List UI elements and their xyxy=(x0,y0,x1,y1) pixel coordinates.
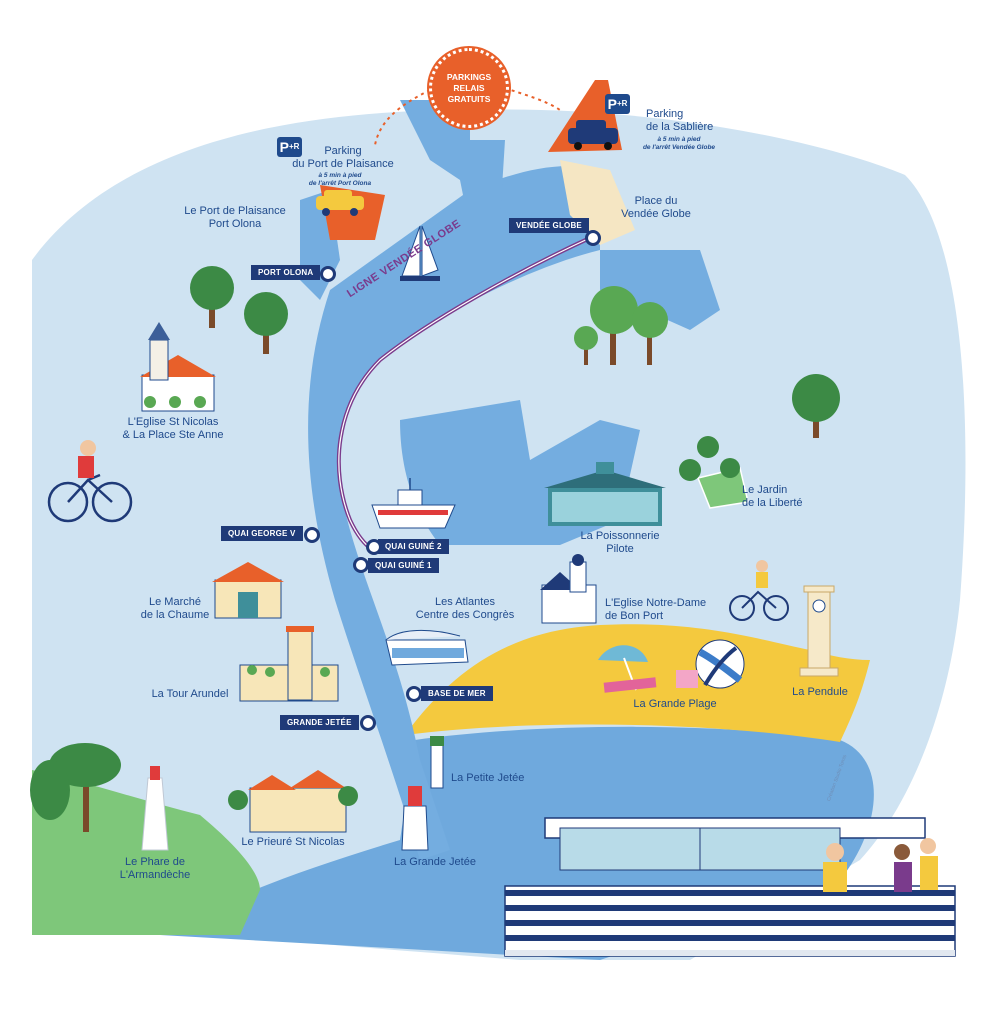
fishing-boat-icon xyxy=(371,478,456,529)
route-line-inner xyxy=(338,236,593,551)
prieure-building xyxy=(228,770,358,833)
tree-icon xyxy=(244,292,288,354)
tour-arundel-building xyxy=(239,626,339,702)
badge-connector xyxy=(374,89,431,146)
stop-vendee-globe-marker[interactable] xyxy=(585,230,601,246)
beach-ball-icon xyxy=(676,639,745,689)
place-pendule-label: La Pendule xyxy=(792,686,848,698)
badge-connector xyxy=(504,87,561,111)
park-and-ride-icon: P+R xyxy=(277,137,302,157)
park-and-ride-icon: P+R xyxy=(605,94,630,114)
harbour-basin-north xyxy=(400,100,505,230)
bicycle-icon xyxy=(47,440,133,523)
clock-tower-icon xyxy=(799,585,839,677)
church-icon xyxy=(540,554,597,624)
stop-quai-guine-1-label[interactable]: QUAI GUINÉ 1 xyxy=(368,558,439,573)
badge-line: GRATUITS xyxy=(447,93,491,104)
place-marche-chaume-label: Le Marché de la Chaume xyxy=(140,596,210,621)
lighthouse-icon xyxy=(141,766,169,851)
parking-sabliere-label: Parking de la Sablière xyxy=(646,108,714,133)
tree-icon xyxy=(574,326,598,365)
stop-port-olona-label[interactable]: PORT OLONA xyxy=(251,265,321,280)
place-poissonnerie-label: La Poissonnerie Pilote xyxy=(580,530,660,555)
market-building xyxy=(212,562,284,619)
stop-quai-guine-2-label[interactable]: QUAI GUINÉ 2 xyxy=(378,539,449,554)
stop-port-olona-marker[interactable] xyxy=(320,266,336,282)
parkings-relais-badge: PARKINGS RELAIS GRATUITS xyxy=(429,48,509,128)
place-port-plaisance-label: Le Port de Plaisance Port Olona xyxy=(184,205,286,230)
poissonnerie-building xyxy=(544,462,666,526)
ferry-icon xyxy=(504,817,956,957)
stop-quai-guine-2-marker[interactable] xyxy=(366,539,382,555)
place-prieure-label: Le Prieuré St Nicolas xyxy=(241,836,345,848)
tree-icon xyxy=(30,760,70,820)
tree-icon xyxy=(792,374,840,438)
stop-quai-guine-1-marker[interactable] xyxy=(353,557,369,573)
car-icon xyxy=(316,190,364,216)
jardin-liberte-area xyxy=(679,436,749,509)
place-vendee-globe-label: Place du Vendée Globe xyxy=(621,195,691,220)
sailboat-icon xyxy=(400,225,440,281)
parasol-icon xyxy=(598,645,657,693)
tree-icon xyxy=(190,266,234,328)
harbour-basin-east xyxy=(600,250,720,330)
place-tour-arundel-label: La Tour Arundel xyxy=(151,688,229,700)
stop-grande-jetee-marker[interactable] xyxy=(360,715,376,731)
bicycle-icon xyxy=(729,560,789,621)
tree-icon xyxy=(632,302,668,365)
church-icon xyxy=(140,322,216,412)
atlantes-building xyxy=(385,629,469,666)
lighthouse-icon xyxy=(401,786,429,851)
place-atlantes-label: Les Atlantes Centre des Congrès xyxy=(415,596,515,621)
lighthouse-icon xyxy=(430,736,444,789)
parking-sabliere-walk: à 5 min à pied de l'arrêt Vendée Globe xyxy=(642,136,716,151)
parking-port-plaisance-label: Parking du Port de Plaisance xyxy=(292,145,394,170)
stop-quai-george-v-marker[interactable] xyxy=(304,527,320,543)
harbour-channel xyxy=(308,166,600,860)
stop-grande-jetee-label[interactable]: GRANDE JETÉE xyxy=(280,715,359,730)
place-eglise-st-nicolas-label: L'Eglise St Nicolas & La Place Ste Anne xyxy=(122,416,224,441)
place-grande-jetee-label: La Grande Jetée xyxy=(394,856,476,868)
stop-vendee-globe-label[interactable]: VENDÉE GLOBE xyxy=(509,218,589,233)
badge-line: PARKINGS xyxy=(446,71,492,82)
tree-icon xyxy=(590,286,638,365)
place-grande-plage-label: La Grande Plage xyxy=(633,698,717,710)
stop-base-de-mer-label[interactable]: BASE DE MER xyxy=(421,686,493,701)
badge-line: RELAIS xyxy=(453,82,485,93)
place-jardin-liberte-label: Le Jardin de la Liberté xyxy=(742,484,803,509)
stop-base-de-mer-marker[interactable] xyxy=(406,686,422,702)
stop-quai-george-v-label[interactable]: QUAI GEORGE V xyxy=(221,526,303,541)
place-petite-jetee-label: La Petite Jetée xyxy=(451,772,525,784)
place-eglise-notre-dame-label: L'Eglise Notre-Dame de Bon Port xyxy=(605,597,707,622)
parking-port-plaisance-walk: à 5 min à pied de l'arrêt Port Olona xyxy=(308,172,372,187)
car-icon xyxy=(568,120,618,150)
place-phare-label: Le Phare de L'Armandèche xyxy=(119,856,191,881)
